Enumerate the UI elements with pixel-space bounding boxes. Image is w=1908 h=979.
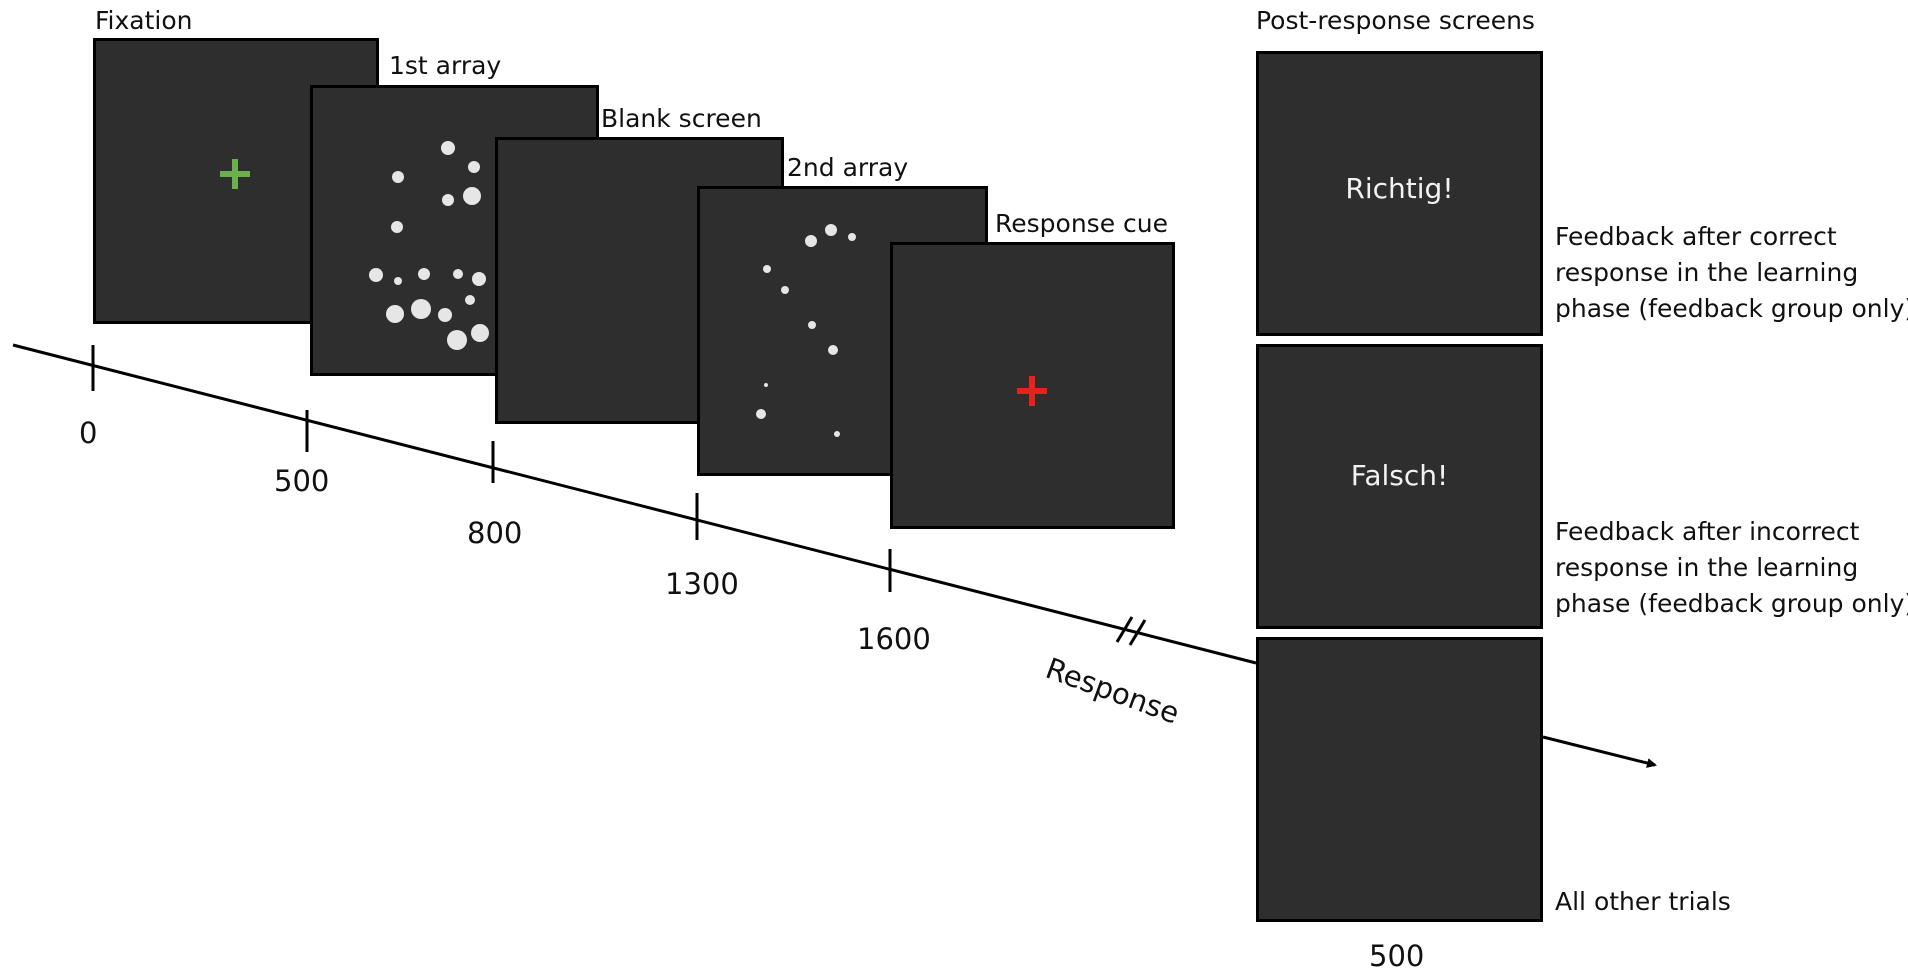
label-fixation: Fixation — [95, 6, 193, 35]
caption-correct-line-1: Feedback after correct — [1555, 222, 1837, 251]
post-screen-other — [1256, 637, 1543, 922]
timeline-ticks — [91, 345, 892, 592]
post-screen-incorrect: Falsch! — [1256, 344, 1543, 629]
timeline-axis — [12, 343, 1657, 768]
post-duration-label: 500 — [1369, 939, 1425, 973]
tick-label-0: 0 — [79, 416, 98, 450]
label-response-cue: Response cue — [995, 209, 1168, 238]
fixation-cross-icon — [220, 159, 250, 189]
dot-array-icon — [369, 141, 489, 350]
label-first-array: 1st array — [389, 51, 502, 80]
label-blank-screen: Blank screen — [601, 104, 762, 133]
dot-array-icon — [756, 224, 856, 437]
screen-text-incorrect: Falsch! — [1350, 459, 1449, 492]
tick-label-1600: 1600 — [857, 622, 931, 656]
caption-incorrect-line-2: response in the learning — [1555, 553, 1859, 582]
caption-other: All other trials — [1555, 884, 1731, 920]
label-second-array: 2nd array — [787, 153, 909, 182]
tick-label-800: 800 — [467, 516, 523, 550]
caption-incorrect: Feedback after incorrect response in the… — [1555, 514, 1908, 622]
response-cue-screen — [890, 242, 1175, 529]
tick-label-1300: 1300 — [665, 567, 739, 601]
tick-label-500: 500 — [274, 464, 330, 498]
axis-break-icon — [1115, 616, 1147, 646]
caption-correct-line-2: response in the learning — [1555, 258, 1859, 287]
caption-correct: Feedback after correct response in the l… — [1555, 219, 1908, 327]
label-post-response: Post-response screens — [1256, 6, 1535, 35]
caption-other-line-1: All other trials — [1555, 887, 1731, 916]
caption-incorrect-line-1: Feedback after incorrect — [1555, 517, 1860, 546]
screen-text-correct: Richtig! — [1345, 172, 1454, 205]
post-screen-correct: Richtig! — [1256, 51, 1543, 336]
caption-incorrect-line-3: phase (feedback group only) — [1555, 589, 1908, 618]
caption-correct-line-3: phase (feedback group only) — [1555, 294, 1908, 323]
response-cross-icon — [1017, 376, 1047, 406]
